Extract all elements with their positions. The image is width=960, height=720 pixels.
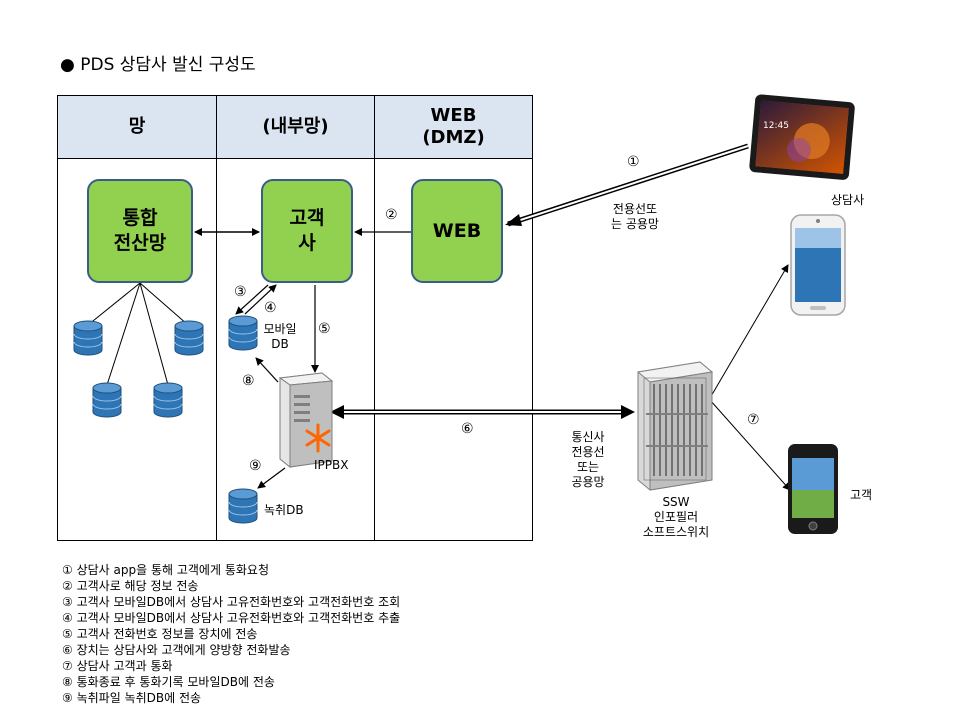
ssw-label: SSW 인포필러 소프트스위치 — [642, 495, 710, 539]
legend-item: ⑧ 통화종료 후 통화기록 모바일DB에 전송 — [62, 675, 275, 689]
svg-text:12:45: 12:45 — [763, 121, 789, 131]
link-step4 — [244, 284, 277, 315]
customer-label: 고객 — [850, 488, 873, 502]
step-marker-1: ① — [627, 154, 640, 170]
legend-item: ② 고객사로 해당 정보 전송 — [62, 579, 199, 593]
link-step3 — [235, 284, 269, 315]
legend-item: ③ 고객사 모바일DB에서 상담사 고유전화번호와 고객전화번호 조회 — [62, 595, 401, 609]
column-header-dmz: WEB (DMZ) — [375, 96, 532, 159]
customer-company-box: 고객 사 — [261, 179, 353, 283]
column-header-internal: (내부망) — [217, 96, 374, 159]
step-marker-7: ⑦ — [747, 412, 760, 428]
database-icon — [174, 320, 204, 356]
diagram-frame — [57, 95, 533, 541]
link-ssw-customer — [709, 399, 791, 491]
step-marker-5: ⑤ — [318, 321, 331, 337]
step-marker-3: ③ — [234, 284, 247, 300]
ssw-line-label: 통신사 전용선 또는 공용망 — [571, 430, 605, 489]
legend-item: ⑤ 고객사 전화번호 정보를 장치에 전송 — [62, 627, 258, 641]
legend-item: ⑦ 상담사 고객과 통화 — [62, 659, 173, 673]
iphone-icon — [788, 444, 838, 534]
link-tablet-web — [505, 143, 749, 227]
step-marker-9: ⑨ — [249, 458, 262, 474]
page-title: ● PDS 상담사 발신 구성도 — [60, 55, 256, 75]
link-ssw-agent — [709, 264, 789, 399]
ippbx-label: IPPBX — [314, 458, 349, 472]
step-marker-2: ② — [385, 207, 398, 223]
link-step8 — [255, 357, 279, 383]
database-icon — [228, 488, 258, 524]
step-marker-8: ⑧ — [242, 373, 255, 389]
legend-item: ⑨ 녹취파일 녹취DB에 전송 — [62, 691, 202, 705]
step-marker-6: ⑥ — [461, 421, 474, 437]
legend-item: ④ 고객사 모바일DB에서 상담사 고유전화번호와 고객전화번호 추출 — [62, 611, 401, 625]
database-icon — [92, 382, 122, 418]
link-ippbx-ssw — [330, 405, 635, 419]
legend-item: ① 상담사 app을 통해 고객에게 통화요청 — [62, 563, 269, 577]
switch-rack-icon — [636, 361, 714, 491]
legend-item: ⑥ 장치는 상담사와 고객에게 양방향 전화발송 — [62, 643, 291, 657]
column-divider — [374, 96, 375, 540]
database-icon — [73, 320, 103, 356]
server-icon — [278, 372, 334, 469]
column-divider — [216, 96, 217, 540]
mobile-db-label: 모바일 DB — [263, 322, 297, 351]
agent-label: 상담사 — [831, 193, 865, 207]
database-icon — [153, 382, 183, 418]
integrated-network-box: 통합 전산망 — [87, 179, 193, 283]
legend: ① 상담사 app을 통해 고객에게 통화요청 ② 고객사로 해당 정보 전송 … — [62, 562, 400, 706]
smartphone-icon — [790, 214, 846, 316]
tablet-icon — [749, 94, 855, 180]
database-icon — [228, 315, 258, 351]
web-server-box: WEB — [411, 179, 503, 283]
asterisk-icon — [305, 423, 331, 453]
integrated-network-links — [87, 282, 189, 386]
step-marker-4: ④ — [264, 300, 277, 316]
record-db-label: 녹취DB — [264, 503, 304, 517]
link-step9 — [257, 467, 286, 489]
agent-line-label: 전용선또 는 공용망 — [611, 202, 659, 231]
column-header-network: 망 — [58, 96, 216, 159]
